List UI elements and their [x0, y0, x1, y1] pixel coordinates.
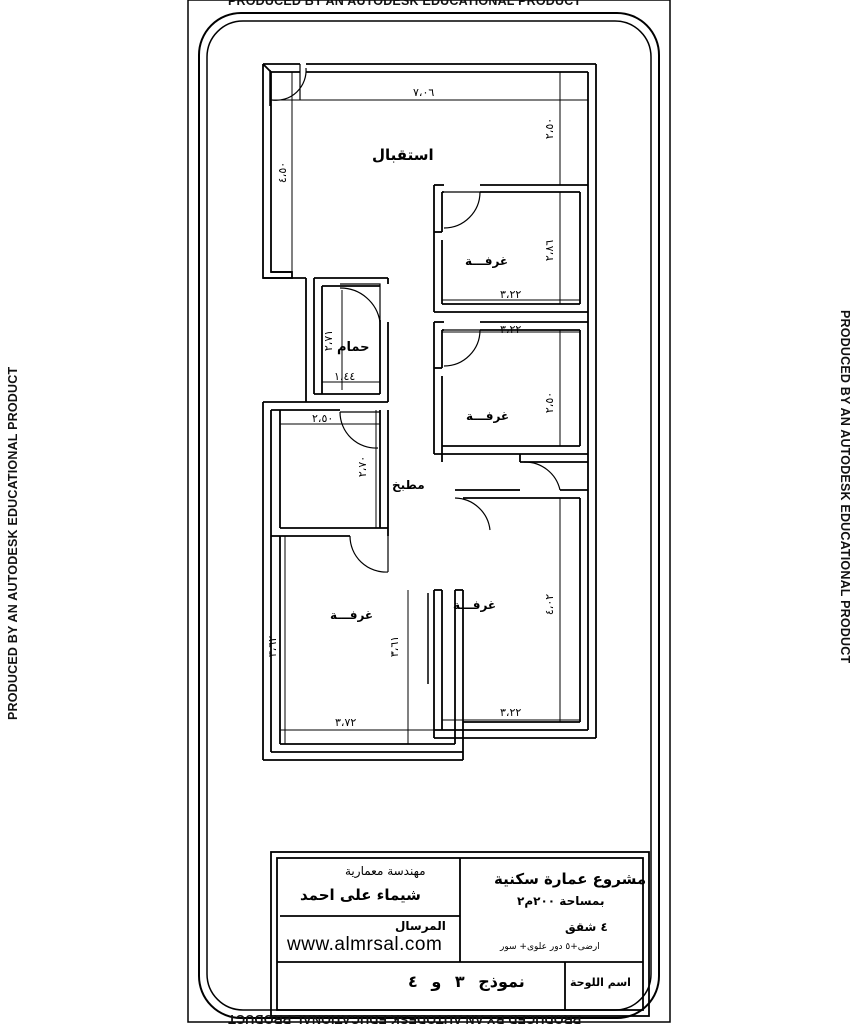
sheet-border-outer [198, 12, 660, 1019]
watermark-right: PRODUCED BY AN AUTODESK EDUCATIONAL PROD… [838, 310, 852, 664]
sender-label: المرسال [395, 919, 446, 933]
dim-reception-width: ٧،٠٦ [413, 86, 435, 99]
dim-bedroom4-left: ٣،٦٢ [266, 635, 280, 658]
engineer-name: شيماء على احمد [300, 886, 421, 904]
room-label-bedroom-2: غرفـــة [466, 409, 510, 423]
title-block-frame [270, 851, 650, 1017]
engineer-title: مهندسة معمارية [345, 864, 426, 878]
dim-bedroom3-width: ٣،٢٢ [500, 706, 522, 719]
project-line-1: مشروع عمارة سكنية [494, 870, 647, 888]
dim-bedroom1-height: ٢،٨٦ [543, 239, 557, 262]
room-label-bedroom-3: غرفـــة [453, 598, 497, 612]
dim-bedroom4-width: ٣،٧٢ [335, 716, 357, 729]
walls [262, 63, 597, 761]
dim-kitchen-width: ٢،٥٠ [312, 412, 334, 425]
website: www.almrsal.com [287, 934, 443, 955]
outer-frame [187, 0, 671, 1023]
project-line-4: ارضى+٥ دور علوى+ سور [500, 942, 600, 952]
room-label-bedroom-1: غرفـــة [465, 254, 509, 268]
dim-kitchen-height: ٢،٧٠ [356, 455, 370, 478]
project-line-2: بمساحة ٢٠٠م٢ [517, 894, 605, 908]
dim-bedroom1-width: ٣،٢٢ [500, 288, 522, 301]
room-label-bathroom: حمام [337, 340, 370, 355]
watermark-left: PRODUCED BY AN AUTODESK EDUCATIONAL PROD… [6, 366, 20, 720]
dim-reception-right: ٢،٥٠ [543, 117, 557, 140]
sheet-name-label: اسم اللوحة [570, 976, 631, 989]
dim-bedroom3-height: ٤،٠٢ [543, 593, 557, 616]
dimension-lines [271, 72, 588, 744]
dim-bedroom4-right: ٣،٦١ [388, 635, 402, 658]
project-line-3: ٤ شقق [565, 920, 608, 934]
dim-bedroom2-height: ٢،٥٠ [543, 391, 557, 414]
room-label-kitchen: مطبخ [392, 478, 425, 492]
room-label-reception: استقبال [372, 146, 434, 164]
dim-bathroom-height: ٢،٧١ [322, 329, 336, 352]
door-swings [269, 64, 561, 684]
dim-bathroom-width: ١،٤٤ [334, 370, 356, 383]
watermark-top: PRODUCED BY AN AUTODESK EDUCATIONAL PROD… [228, 0, 582, 8]
dim-reception-left: ٤،٥٠ [276, 161, 290, 184]
room-label-bedroom-4: غرفـــة [330, 608, 374, 622]
dim-bedroom2-width: ٣،٢٢ [500, 323, 522, 336]
sheet-border-inner [206, 20, 652, 1011]
sheet-name-value: نموذج ٣ و ٤ [408, 972, 525, 991]
